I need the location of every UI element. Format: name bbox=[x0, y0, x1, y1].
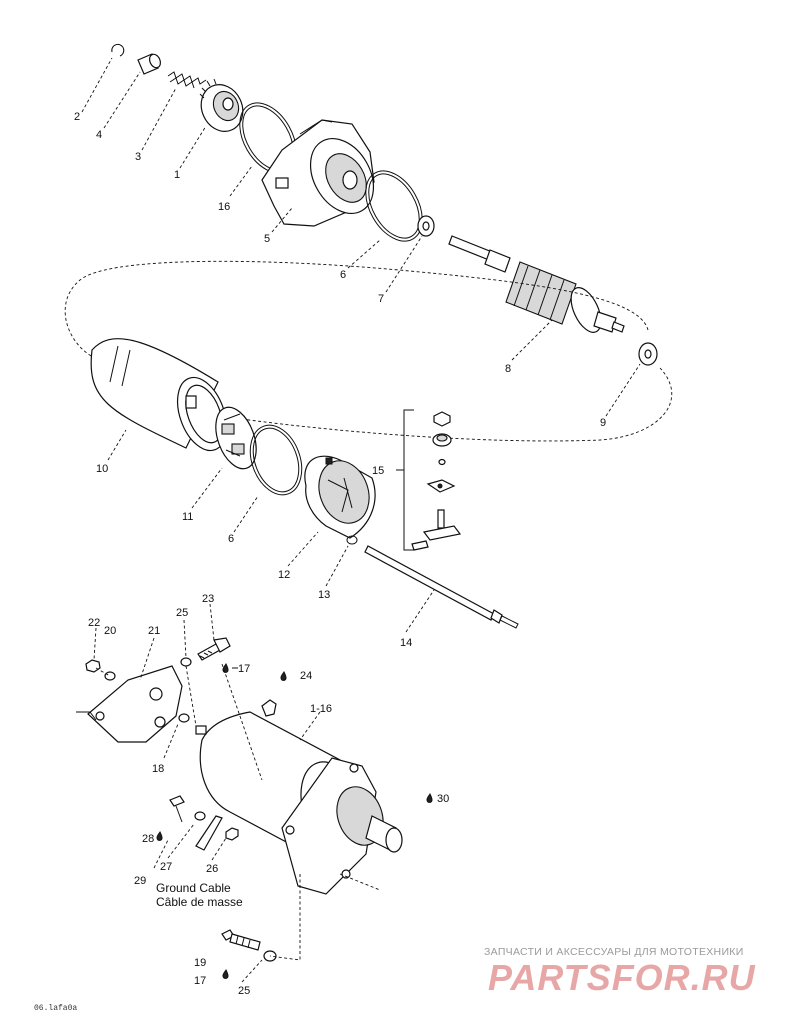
leader-lines bbox=[81, 57, 641, 983]
watermark-tagline: ЗАПЧАСТИ И АКСЕССУАРЫ ДЛЯ МОТОТЕХНИКИ bbox=[484, 946, 744, 958]
part-21-support-bracket bbox=[76, 665, 183, 743]
ground-cable-label-fr: Câble de masse bbox=[156, 895, 243, 909]
part-11-brush-plate bbox=[215, 406, 257, 470]
callout-25: 25 bbox=[176, 607, 188, 619]
part-1-pinion-drive bbox=[199, 78, 244, 132]
part-13-o-ring-small bbox=[346, 535, 358, 545]
callout-29: 29 bbox=[134, 875, 146, 887]
callout-23: 23 bbox=[202, 593, 214, 605]
callout-28: 28 bbox=[142, 833, 154, 845]
callout-7: 7 bbox=[378, 293, 384, 305]
part-6-o-ring-lower bbox=[249, 424, 303, 496]
callout-6: 6 bbox=[340, 269, 346, 281]
part-19-bolt bbox=[221, 929, 261, 951]
part-15-terminal-kit bbox=[396, 409, 462, 551]
starter-motor-assembly bbox=[195, 699, 403, 895]
ground-cable-label: Ground Cable bbox=[156, 881, 231, 895]
callout-17: 17 bbox=[238, 663, 250, 675]
part-2-circlip bbox=[111, 43, 125, 57]
callout-24: 24 bbox=[300, 670, 312, 682]
callout-22: 22 bbox=[88, 617, 100, 629]
callout-20: 20 bbox=[104, 625, 116, 637]
starter-mounting-assembly bbox=[76, 637, 433, 979]
callout-labels: 2 4 3 1 16 5 6 7 8 9 10 11 6 12 13 14 15… bbox=[74, 111, 606, 997]
part-26-nut bbox=[225, 827, 239, 841]
callout-14: 14 bbox=[400, 637, 412, 649]
callout-1: 1 bbox=[174, 169, 180, 181]
part-23-bolt bbox=[197, 637, 231, 661]
part-9-washer bbox=[638, 342, 658, 366]
loctite-drop-icon bbox=[156, 831, 163, 841]
part-4-bushing bbox=[137, 53, 162, 75]
loctite-drop-icon bbox=[426, 793, 433, 803]
part-14-through-bolt bbox=[364, 545, 519, 629]
part-28-bolt bbox=[169, 795, 185, 823]
part-25-washer-upper bbox=[180, 657, 192, 667]
part-12-end-cap bbox=[304, 455, 376, 539]
callout-18: 18 bbox=[152, 763, 164, 775]
callout-10: 10 bbox=[96, 463, 108, 475]
drawing-code: 06.lafa0a bbox=[34, 1004, 77, 1013]
callout-4: 4 bbox=[96, 129, 102, 141]
part-22-nut bbox=[85, 659, 101, 673]
callout-27: 27 bbox=[160, 861, 172, 873]
callout-25-lower: 25 bbox=[238, 985, 250, 997]
callout-12: 12 bbox=[278, 569, 290, 581]
part-27-washer bbox=[194, 811, 206, 821]
part-20-washer bbox=[104, 671, 116, 681]
watermark-logo: PARTSFOR.RU bbox=[488, 957, 756, 998]
part-6-o-ring-upper bbox=[365, 170, 423, 242]
callout-15: 15 bbox=[372, 465, 384, 477]
drive-end-assembly bbox=[111, 43, 658, 366]
callout-11: 11 bbox=[182, 511, 193, 523]
loctite-drop-icon bbox=[280, 671, 287, 681]
callout-26: 26 bbox=[206, 863, 218, 875]
part-8-armature bbox=[448, 235, 625, 333]
part-18-washer bbox=[178, 713, 190, 723]
callout-30: 30 bbox=[437, 793, 449, 805]
callout-8: 8 bbox=[505, 363, 511, 375]
callout-9: 9 bbox=[600, 417, 606, 429]
callout-1-16: 1-16 bbox=[310, 703, 332, 715]
callout-13: 13 bbox=[318, 589, 330, 601]
yoke-assembly bbox=[90, 338, 519, 629]
part-10-yoke bbox=[90, 338, 228, 452]
callout-17-lower: 17 bbox=[194, 975, 206, 987]
part-5-drive-housing bbox=[261, 119, 375, 227]
part-3-spring bbox=[167, 71, 207, 89]
ground-cable-lug bbox=[195, 815, 223, 851]
assembly-dashed-loop bbox=[64, 260, 673, 442]
callout-19: 19 bbox=[194, 957, 206, 969]
callout-6-lower: 6 bbox=[228, 533, 234, 545]
loctite-drop-icon bbox=[222, 663, 229, 673]
callout-2: 2 bbox=[74, 111, 80, 123]
callout-5: 5 bbox=[264, 233, 270, 245]
part-7-washer bbox=[417, 215, 435, 237]
callout-21: 21 bbox=[148, 625, 160, 637]
callout-16: 16 bbox=[218, 201, 230, 213]
loctite-drop-icon bbox=[222, 969, 229, 979]
callout-3: 3 bbox=[135, 151, 141, 163]
